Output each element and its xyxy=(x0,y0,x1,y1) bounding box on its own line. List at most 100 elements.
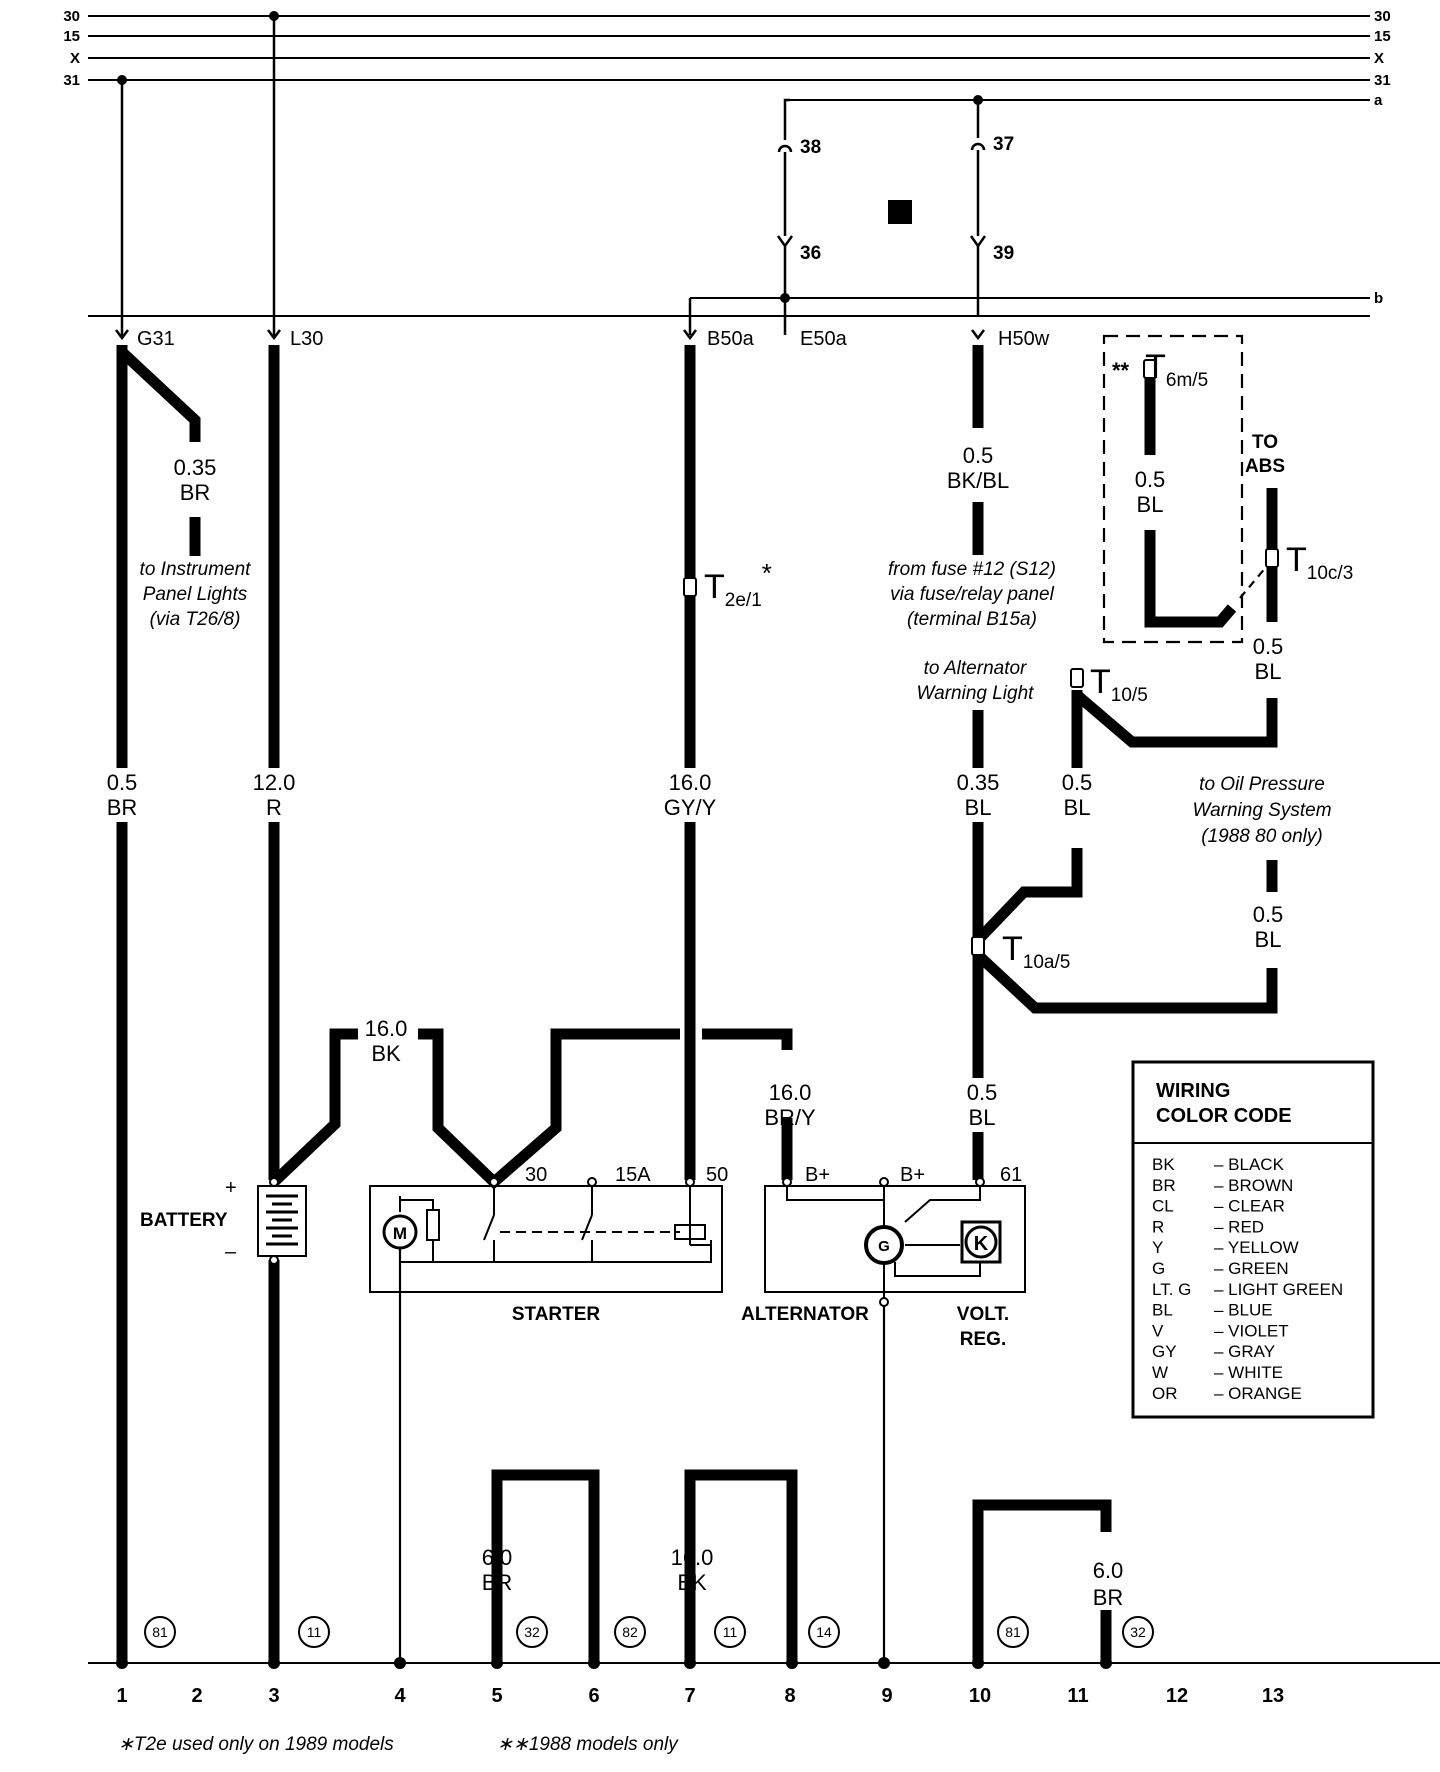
ground-ref-1: 81 xyxy=(144,1616,176,1648)
column-number-8: 8 xyxy=(784,1685,795,1707)
regulator-label-2: REG. xyxy=(960,1329,1006,1350)
column-number-9: 9 xyxy=(881,1685,892,1707)
wire-label-w7-size: 16.0 xyxy=(669,770,712,795)
legend-code: V xyxy=(1152,1321,1164,1340)
terminal-38: 38 xyxy=(800,137,821,158)
ground-dots xyxy=(116,1657,1112,1669)
legend-code: BK xyxy=(1152,1155,1175,1174)
ground-ref-2: 11 xyxy=(298,1616,330,1648)
tap-e50a: E50a xyxy=(800,328,848,350)
legend-color-name: – ORANGE xyxy=(1214,1384,1302,1403)
note-abs-2: ABS xyxy=(1245,456,1285,477)
tap-h50w: H50w xyxy=(998,328,1050,350)
bus-label-x-right: X xyxy=(1374,50,1384,67)
alternator-symbol: G xyxy=(878,1238,890,1255)
wire-label-w5-color: BR xyxy=(107,795,138,820)
wire-label-w15-size: 16.0 xyxy=(671,1545,714,1570)
wire-label-w6-color: R xyxy=(266,795,282,820)
legend-color-name: – RED xyxy=(1214,1217,1264,1236)
connector-t10c: T10c/3 xyxy=(1286,541,1353,584)
battery-plus: + xyxy=(225,1177,237,1199)
battery: BATTERY + – xyxy=(140,1177,307,1265)
note-alt-warn-1: to Alternator xyxy=(924,658,1027,679)
wire-label-w4-color: BL xyxy=(1255,659,1282,684)
legend-color-name: – GREEN xyxy=(1214,1259,1289,1278)
alternator-terminal-b: B+ xyxy=(805,1164,830,1186)
connector-t2e: T2e/1* xyxy=(704,558,772,611)
bus-lines xyxy=(88,15,1370,317)
column-number-1: 1 xyxy=(116,1685,127,1707)
legend-color-name: – YELLOW xyxy=(1214,1238,1299,1257)
starter: M 30 15A 50 STARTER xyxy=(369,1164,728,1325)
bus-label-31: 31 xyxy=(63,72,80,89)
wire-label-w3-color: BL xyxy=(1137,492,1164,517)
relay-block xyxy=(888,200,912,224)
wire-label-w16-color: BR xyxy=(1093,1585,1124,1610)
alternator-regulator: G K B+ B+ 61 ALTERNATOR VOLT. REG. xyxy=(741,1164,1026,1350)
note-fuse-1: from fuse #12 (S12) xyxy=(888,559,1056,580)
wires xyxy=(116,345,1278,1662)
regulator-symbol: K xyxy=(974,1233,989,1255)
terminal-39: 39 xyxy=(993,243,1014,264)
legend-code: W xyxy=(1152,1363,1168,1382)
tap-l30: L30 xyxy=(290,328,323,350)
tap-b50a: B50a xyxy=(707,328,755,350)
column-number-3: 3 xyxy=(268,1685,279,1707)
bus-label-30-right: 30 xyxy=(1374,8,1391,25)
column-number-7: 7 xyxy=(684,1685,695,1707)
starter-label: STARTER xyxy=(512,1304,601,1325)
wire-label-w3-size: 0.5 xyxy=(1135,467,1166,492)
ground-ref-label: 81 xyxy=(152,1624,168,1640)
bus-label-15: 15 xyxy=(63,28,80,45)
alternator-label: ALTERNATOR xyxy=(741,1304,869,1325)
ground-ref-label: 81 xyxy=(1005,1624,1021,1640)
wire-label-w10-color: BL xyxy=(1255,927,1282,952)
fuse-terminal-labels: 38 37 36 39 xyxy=(800,134,1014,264)
ground-ref-7: 81 xyxy=(997,1616,1029,1648)
legend-color-name: – WHITE xyxy=(1214,1363,1283,1382)
wire-label-w2-size: 0.5 xyxy=(963,443,994,468)
column-number-10: 10 xyxy=(969,1685,991,1707)
legend-color-name: – VIOLET xyxy=(1214,1321,1289,1340)
legend-color-name: – BROWN xyxy=(1214,1176,1293,1195)
junction-dot-31 xyxy=(117,75,127,85)
terminal-36: 36 xyxy=(800,243,821,264)
starter-terminal-15a: 15A xyxy=(615,1164,651,1186)
note-fuse-3: (terminal B15a) xyxy=(907,609,1037,630)
wire-label-w8-size: 0.35 xyxy=(957,770,1000,795)
regulator-terminal-b: B+ xyxy=(900,1164,925,1186)
tap-g31: G31 xyxy=(137,328,175,350)
wire-label-w1-size: 0.35 xyxy=(174,455,217,480)
tap-labels: G31 L30 B50a E50a H50w xyxy=(137,328,1050,350)
wire-label-w11-color: BK xyxy=(371,1041,401,1066)
legend-color-name: – BLUE xyxy=(1214,1301,1273,1320)
wire-label-w5-size: 0.5 xyxy=(107,770,138,795)
ground-ref-5: 11 xyxy=(714,1616,746,1648)
wire-label-w13-color: BL xyxy=(969,1105,996,1130)
wire-label-w2-color: BK/BL xyxy=(947,468,1009,493)
note-instrument-2: Panel Lights xyxy=(143,584,248,605)
legend-code: R xyxy=(1152,1217,1164,1236)
battery-minus: – xyxy=(225,1241,237,1263)
ground-ref-8: 32 xyxy=(1122,1616,1154,1648)
wire-label-w1-color: BR xyxy=(180,480,211,505)
battery-label: BATTERY xyxy=(140,1210,228,1231)
wire-label-w15-color: BK xyxy=(677,1570,707,1595)
wire-labels: 0.35 BR 0.5 BK/BL 0.5 BL 0.5 BL 0.5 BR 1… xyxy=(107,443,1284,1610)
footnote-2: ∗∗1988 models only xyxy=(497,1734,679,1755)
legend-title-1: WIRING xyxy=(1156,1080,1230,1102)
legend-code: G xyxy=(1152,1259,1165,1278)
wire-label-w9-size: 0.5 xyxy=(1062,770,1093,795)
wire-label-w4-size: 0.5 xyxy=(1253,634,1284,659)
legend-title-2: COLOR CODE xyxy=(1156,1105,1292,1127)
wire-label-w10-size: 0.5 xyxy=(1253,902,1284,927)
ground-ref-label: 11 xyxy=(307,1624,322,1640)
column-number-11: 11 xyxy=(1067,1685,1088,1707)
starter-motor-symbol: M xyxy=(393,1224,407,1243)
column-number-5: 5 xyxy=(491,1685,502,1707)
ground-ref-label: 32 xyxy=(524,1624,540,1640)
legend-code: BL xyxy=(1152,1301,1173,1320)
junction-dot-b xyxy=(780,293,790,303)
